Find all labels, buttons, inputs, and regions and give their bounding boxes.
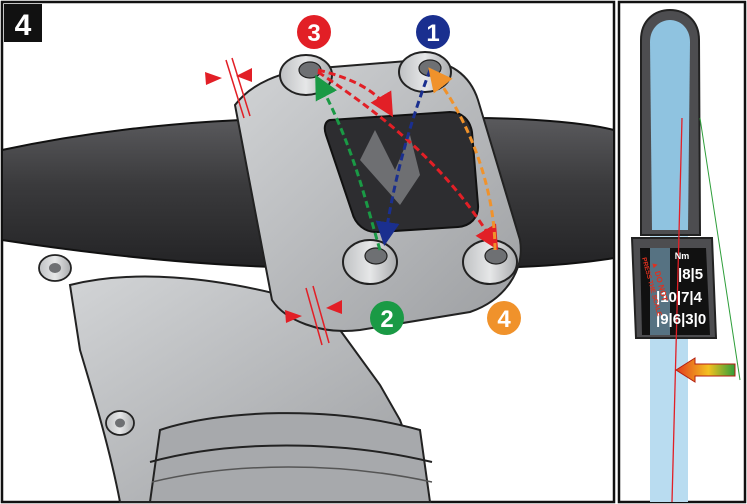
- badge-4-label: 4: [497, 306, 511, 333]
- dial-row-2: |10|7|4: [656, 289, 703, 306]
- gap-marker-top: [205, 57, 252, 119]
- push-direction-arrow: [675, 357, 736, 383]
- step-label: 4: [4, 4, 42, 42]
- wrench-head-inner: [650, 20, 690, 230]
- badge-2: 2: [370, 301, 404, 335]
- step-number: 4: [15, 9, 32, 42]
- green-reference-line: [699, 117, 741, 381]
- wrench-panel: Nm |8|5 |10|7|4 |9|6|3|0 ▲ DO NOT PRESS …: [617, 0, 747, 504]
- arrow-3-to-1: [317, 68, 394, 118]
- bolt-4: [462, 239, 518, 285]
- steerer-collar: [148, 412, 432, 503]
- badge-3: 3: [297, 15, 331, 49]
- red-pointer-line: [671, 117, 683, 503]
- arrow-1-to-2: [375, 69, 432, 246]
- side-bolt: [38, 254, 72, 282]
- arrow-3-to-4: [317, 70, 499, 251]
- gap-marker-bottom: [285, 285, 342, 346]
- bolt-2: [342, 239, 398, 285]
- dial-row-1: |8|5: [678, 266, 703, 283]
- badge-3-label: 3: [307, 20, 320, 47]
- badge-1-label: 1: [426, 20, 439, 47]
- arrow-4-to-1: [428, 67, 497, 251]
- main-panel: 4 3 1 2 4: [0, 0, 616, 504]
- badge-2-label: 2: [380, 306, 393, 333]
- badge-1: 1: [416, 15, 450, 49]
- dial-unit: Nm: [675, 251, 690, 261]
- dial-row-3: |9|6|3|0: [656, 311, 706, 328]
- side-bolt: [105, 410, 135, 436]
- badge-4: 4: [487, 301, 521, 335]
- arrow-2-to-3: [315, 74, 382, 251]
